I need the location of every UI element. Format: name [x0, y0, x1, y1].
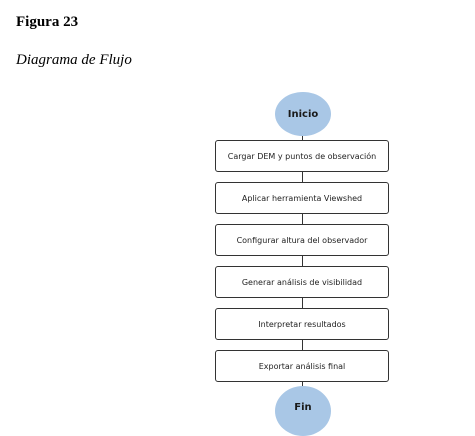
step-label: Aplicar herramienta Viewshed [241, 193, 363, 203]
end-node-label: Fin [294, 402, 312, 413]
step-label: Cargar DEM y puntos de observación [227, 151, 377, 161]
step-label: Exportar análisis final [258, 361, 346, 371]
figure-number: Figura 23 [16, 14, 79, 30]
step-label: Interpretar resultados [258, 319, 346, 329]
step-interpret-results: Interpretar resultados [215, 308, 389, 340]
start-node: Inicio [275, 92, 331, 136]
connector-line [302, 136, 303, 386]
step-configure-height: Configurar altura del observador [215, 224, 389, 256]
step-label: Configurar altura del observador [236, 235, 368, 245]
start-node-label: Inicio [287, 108, 319, 120]
figure-title: Diagrama de Flujo [16, 52, 132, 68]
end-node: Fin [275, 386, 331, 436]
step-apply-viewshed: Aplicar herramienta Viewshed [215, 182, 389, 214]
step-load-dem: Cargar DEM y puntos de observación [215, 140, 389, 172]
step-generate-analysis: Generar análisis de visibilidad [215, 266, 389, 298]
step-label: Generar análisis de visibilidad [241, 277, 363, 287]
step-export-final: Exportar análisis final [215, 350, 389, 382]
